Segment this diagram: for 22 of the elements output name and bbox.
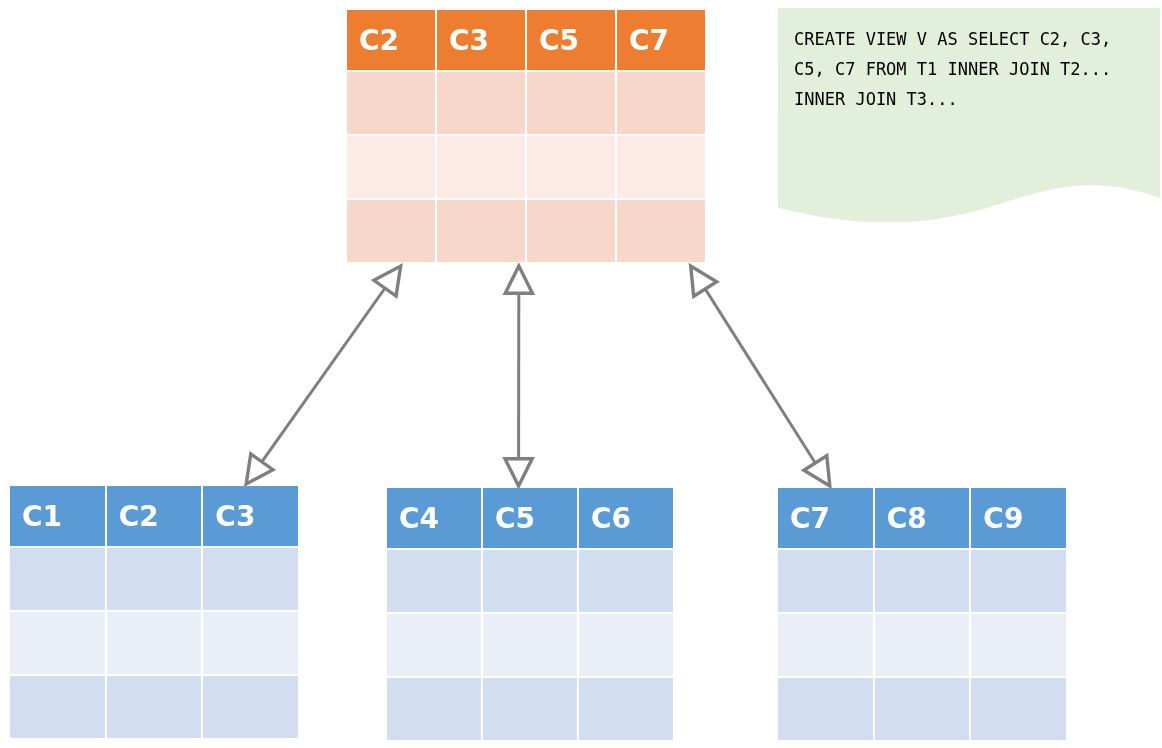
column-header: C3 — [437, 10, 525, 70]
data-table — [10, 486, 298, 738]
data-table — [778, 488, 1066, 740]
column-header: C8 — [874, 488, 970, 548]
column-header: C4 — [387, 488, 481, 548]
double-arrow — [689, 264, 832, 488]
data-table — [387, 488, 673, 740]
column-header: C3 — [203, 486, 298, 546]
column-header: C2 — [106, 486, 202, 546]
double-arrow — [503, 264, 535, 488]
view-table — [347, 10, 705, 262]
double-arrow — [244, 264, 403, 486]
column-header: C5 — [527, 10, 615, 70]
column-header: C7 — [617, 10, 705, 70]
column-header: C7 — [778, 488, 873, 548]
code-text: CREATE VIEW V AS SELECT C2, C3, C5, C7 FROM T1 INNER JOIN T2... INNER JOIN T3... — [793, 28, 1113, 111]
column-header: C9 — [971, 488, 1066, 548]
column-header: C6 — [579, 488, 673, 548]
note-shape — [778, 8, 1160, 222]
column-header: C1 — [10, 486, 105, 546]
column-header: C5 — [483, 488, 577, 548]
column-header: C2 — [347, 10, 435, 70]
